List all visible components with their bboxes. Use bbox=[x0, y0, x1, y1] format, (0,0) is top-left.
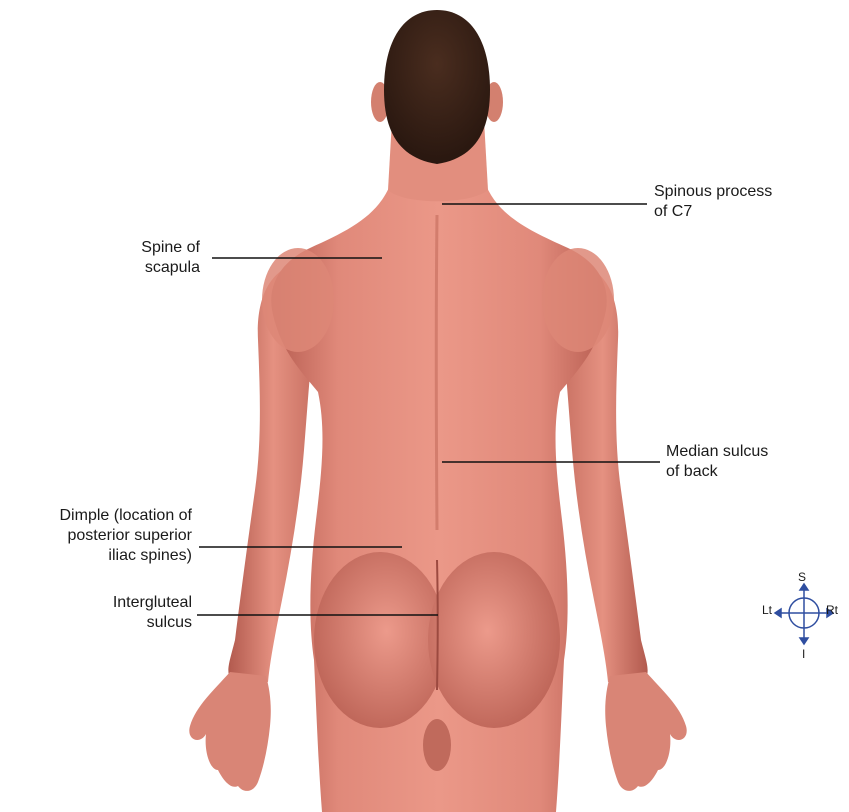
right-buttock bbox=[428, 552, 560, 728]
arrow-left-icon bbox=[775, 609, 781, 617]
label-line: Spine of bbox=[90, 238, 200, 258]
spine-groove bbox=[436, 215, 437, 530]
genital-shadow bbox=[423, 719, 451, 771]
orientation-compass bbox=[775, 584, 833, 644]
label-line: sulcus bbox=[80, 613, 192, 633]
head-hair bbox=[384, 10, 490, 164]
label-line: Dimple (location of bbox=[0, 506, 192, 526]
label-line: Spinous process bbox=[654, 182, 772, 202]
direction-superior: S bbox=[798, 571, 806, 584]
label-line: Median sulcus bbox=[666, 442, 768, 462]
label-median-sulcus: Median sulcus of back bbox=[666, 442, 768, 482]
label-intergluteal-sulcus: Intergluteal sulcus bbox=[80, 593, 192, 633]
label-line: of back bbox=[666, 462, 768, 482]
label-line: scapula bbox=[90, 258, 200, 278]
arrow-up-icon bbox=[800, 584, 808, 590]
gluteal-cleft bbox=[437, 560, 438, 690]
label-line: posterior superior bbox=[0, 526, 192, 546]
right-shoulder bbox=[542, 248, 614, 352]
label-line: of C7 bbox=[654, 202, 772, 222]
direction-left: Lt bbox=[762, 604, 772, 617]
label-line: Intergluteal bbox=[80, 593, 192, 613]
label-spine-of-scapula: Spine of scapula bbox=[90, 238, 200, 278]
arrow-down-icon bbox=[800, 638, 808, 644]
left-hand bbox=[189, 672, 270, 791]
label-dimple: Dimple (location of posterior superior i… bbox=[0, 506, 192, 566]
left-buttock bbox=[314, 552, 446, 728]
label-line: iliac spines) bbox=[0, 546, 192, 566]
left-shoulder bbox=[262, 248, 334, 352]
direction-inferior: I bbox=[802, 648, 805, 661]
label-spinous-process-c7: Spinous process of C7 bbox=[654, 182, 772, 222]
right-hand bbox=[605, 672, 686, 791]
direction-right: Rt bbox=[826, 604, 838, 617]
